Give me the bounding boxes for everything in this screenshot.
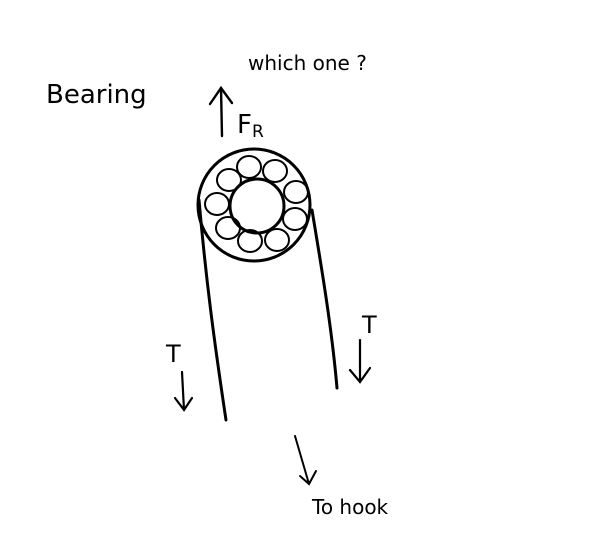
hook-arrow	[294, 435, 317, 486]
tension-right-arrow	[348, 338, 372, 384]
belt-left-strand	[197, 198, 228, 422]
bearing-outer-ring	[196, 147, 312, 263]
bearing-ball	[282, 207, 308, 231]
bearing-ball	[237, 229, 263, 253]
radial-force-arrow	[208, 85, 234, 138]
bearing-ball	[215, 216, 241, 240]
bearing-ball	[262, 159, 288, 183]
bearing-ball	[236, 155, 262, 179]
tension-left-arrow	[173, 370, 194, 412]
bearing-ball	[204, 192, 230, 216]
tension-right-label: T	[361, 311, 377, 339]
bearing-ball	[264, 228, 290, 252]
to-hook-label: To hook	[311, 495, 389, 519]
question-label: which one ?	[248, 51, 367, 75]
belt-right-strand	[310, 208, 339, 390]
bearing-label: Bearing	[46, 80, 147, 110]
tension-left-label: T	[165, 340, 181, 368]
force-fr-label: FR	[237, 110, 264, 142]
bearing-balls	[204, 155, 309, 253]
bearing	[196, 147, 312, 263]
bearing-ball	[283, 180, 309, 204]
bearing-ball	[216, 168, 242, 192]
